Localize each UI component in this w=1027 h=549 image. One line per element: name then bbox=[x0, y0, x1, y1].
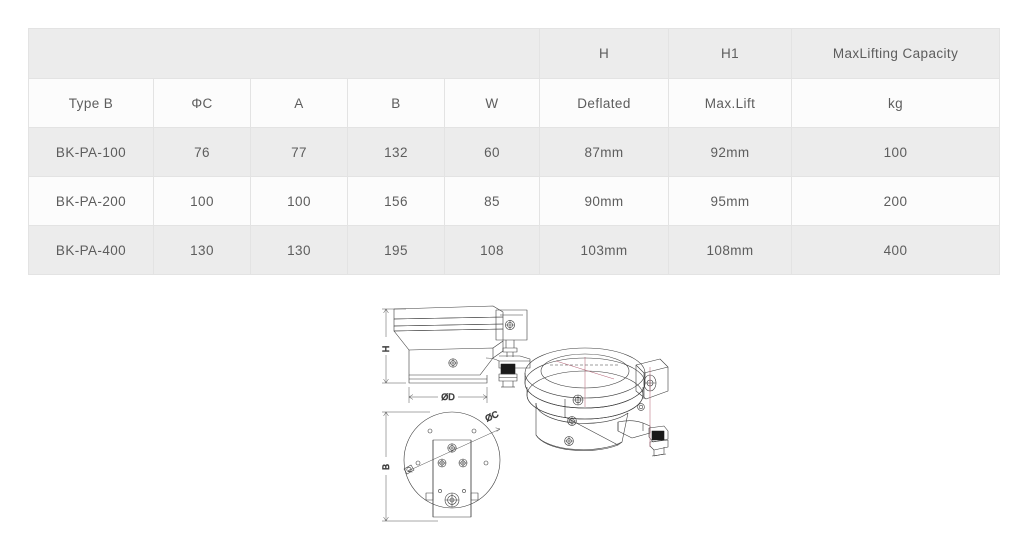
header-h1: H1 bbox=[668, 28, 793, 79]
cell-b: 156 bbox=[347, 176, 445, 226]
header-blank-span bbox=[27, 28, 541, 79]
cell-b: 195 bbox=[347, 225, 445, 275]
cell-h: 103mm bbox=[539, 225, 670, 275]
cell-a: 130 bbox=[250, 225, 348, 275]
cell-b: 132 bbox=[347, 127, 445, 177]
table-row: BK-PA-200 100 100 156 85 90mm 95mm 200 bbox=[28, 176, 1001, 226]
cell-type: BK-PA-400 bbox=[28, 225, 154, 275]
header-kg: kg bbox=[791, 78, 1001, 128]
cell-capacity: 400 bbox=[791, 225, 1001, 275]
cell-phi-c: 130 bbox=[153, 225, 251, 275]
cell-type: BK-PA-100 bbox=[28, 127, 154, 177]
header-w: W bbox=[443, 78, 541, 128]
technical-drawing: H ØD bbox=[360, 295, 690, 540]
header-b: B bbox=[347, 78, 445, 128]
cell-h: 87mm bbox=[539, 127, 670, 177]
cell-capacity: 100 bbox=[791, 127, 1001, 177]
cell-w: 60 bbox=[443, 127, 541, 177]
cell-a: 100 bbox=[250, 176, 348, 226]
table-row: BK-PA-100 76 77 132 60 87mm 92mm 100 bbox=[28, 127, 1001, 177]
header-a: A bbox=[250, 78, 348, 128]
isometric-view bbox=[524, 347, 669, 457]
header-type-b: Type B bbox=[28, 78, 154, 128]
drawing-svg: H ØD bbox=[381, 305, 669, 522]
cell-capacity: 200 bbox=[791, 176, 1001, 226]
side-elevation-view: H ØD bbox=[381, 305, 531, 403]
table-header-row-sub: Type B ΦC A B W Deflated Max.Lift kg bbox=[28, 78, 1001, 128]
cell-h1: 95mm bbox=[668, 176, 793, 226]
spec-table-container: H H1 MaxLifting Capacity Type B ΦC A B W… bbox=[27, 28, 1001, 275]
specification-table: H H1 MaxLifting Capacity Type B ΦC A B W… bbox=[27, 28, 1001, 275]
header-max-lifting-capacity: MaxLifting Capacity bbox=[791, 28, 1001, 79]
cell-a: 77 bbox=[250, 127, 348, 177]
cell-w: 85 bbox=[443, 176, 541, 226]
plan-view: ØC B bbox=[381, 408, 501, 522]
plan-view-width-label: B bbox=[381, 464, 391, 470]
plan-view-bolt-circle-label: ØC bbox=[484, 409, 501, 424]
cell-type: BK-PA-200 bbox=[28, 176, 154, 226]
header-phi-c: ΦC bbox=[153, 78, 251, 128]
table-row: BK-PA-400 130 130 195 108 103mm 108mm 40… bbox=[28, 225, 1001, 275]
cell-phi-c: 100 bbox=[153, 176, 251, 226]
table-header-row-top: H H1 MaxLifting Capacity bbox=[27, 28, 1001, 79]
cell-h1: 92mm bbox=[668, 127, 793, 177]
header-max-lift: Max.Lift bbox=[668, 78, 793, 128]
header-deflated: Deflated bbox=[539, 78, 670, 128]
cell-w: 108 bbox=[443, 225, 541, 275]
cell-phi-c: 76 bbox=[153, 127, 251, 177]
cell-h: 90mm bbox=[539, 176, 670, 226]
side-view-height-label: H bbox=[381, 346, 391, 353]
side-view-diameter-label: ØD bbox=[441, 392, 455, 402]
header-h: H bbox=[539, 28, 670, 79]
cell-h1: 108mm bbox=[668, 225, 793, 275]
